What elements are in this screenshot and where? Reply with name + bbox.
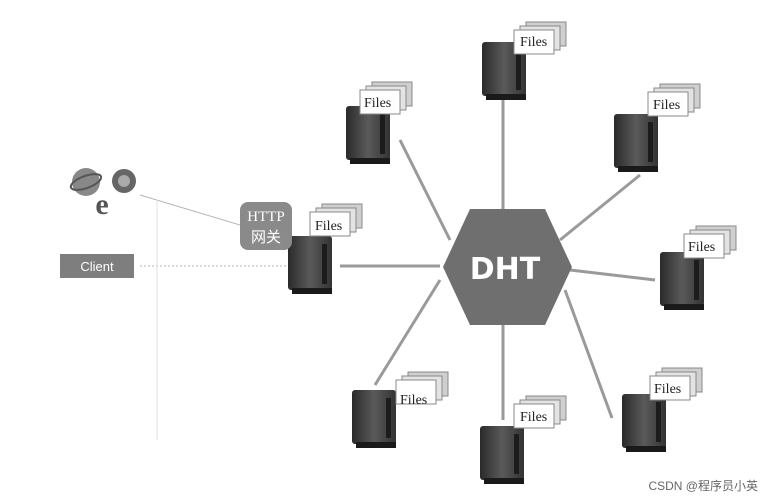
dht-hub: DHT (443, 209, 572, 325)
server-icon (614, 114, 658, 172)
link-lower-left (373, 279, 442, 386)
files-icon (359, 81, 413, 115)
connection-lines (340, 100, 656, 420)
browser-icons: e (69, 168, 136, 221)
server-node-right: Files (660, 225, 737, 310)
files-icon (513, 395, 567, 429)
server-node-upper-left: Files (346, 81, 413, 164)
files-label: Files (315, 219, 342, 234)
server-icon (660, 252, 704, 310)
gateway-label-line1: HTTP (247, 209, 285, 225)
watermark: CSDN @程序员小英 (648, 479, 758, 493)
server-node-lower-right: Files (622, 367, 703, 452)
files-icon (513, 21, 567, 55)
client-box: Client (60, 254, 134, 278)
server-node-bottom: Files (480, 395, 567, 484)
server-icon (288, 236, 332, 294)
server-icon (482, 42, 526, 100)
files-label: Files (688, 240, 715, 255)
server-icon (622, 394, 666, 452)
link-right (569, 268, 656, 282)
client-label: Client (80, 259, 114, 274)
server-icon (346, 106, 390, 164)
server-node-top: Files (482, 21, 567, 100)
server-node-lower-left: Files (352, 371, 449, 448)
dht-label: DHT (470, 252, 541, 287)
files-label: Files (400, 393, 427, 408)
server-node-gateway: Files (288, 203, 363, 294)
files-icon (649, 367, 703, 401)
server-icon (352, 390, 396, 448)
server-node-upper-right: Files (614, 83, 701, 172)
files-label: Files (520, 35, 547, 50)
browser-e-icon: e (95, 188, 108, 221)
http-gateway-label: HTTP 网关 (240, 202, 292, 250)
browser-orbit-icon (69, 173, 103, 191)
files-label: Files (364, 96, 391, 111)
gateway-label-line2: 网关 (251, 229, 281, 246)
files-label: Files (520, 410, 547, 425)
files-icon (647, 83, 701, 117)
files-label: Files (653, 98, 680, 113)
files-icon (683, 225, 737, 259)
server-icon (480, 426, 524, 484)
link-upper-left (398, 139, 452, 241)
files-label: Files (654, 382, 681, 397)
files-icon (395, 371, 449, 405)
link-lower-right (563, 289, 614, 419)
link-upper-right (559, 173, 641, 242)
files-icon (309, 203, 363, 237)
